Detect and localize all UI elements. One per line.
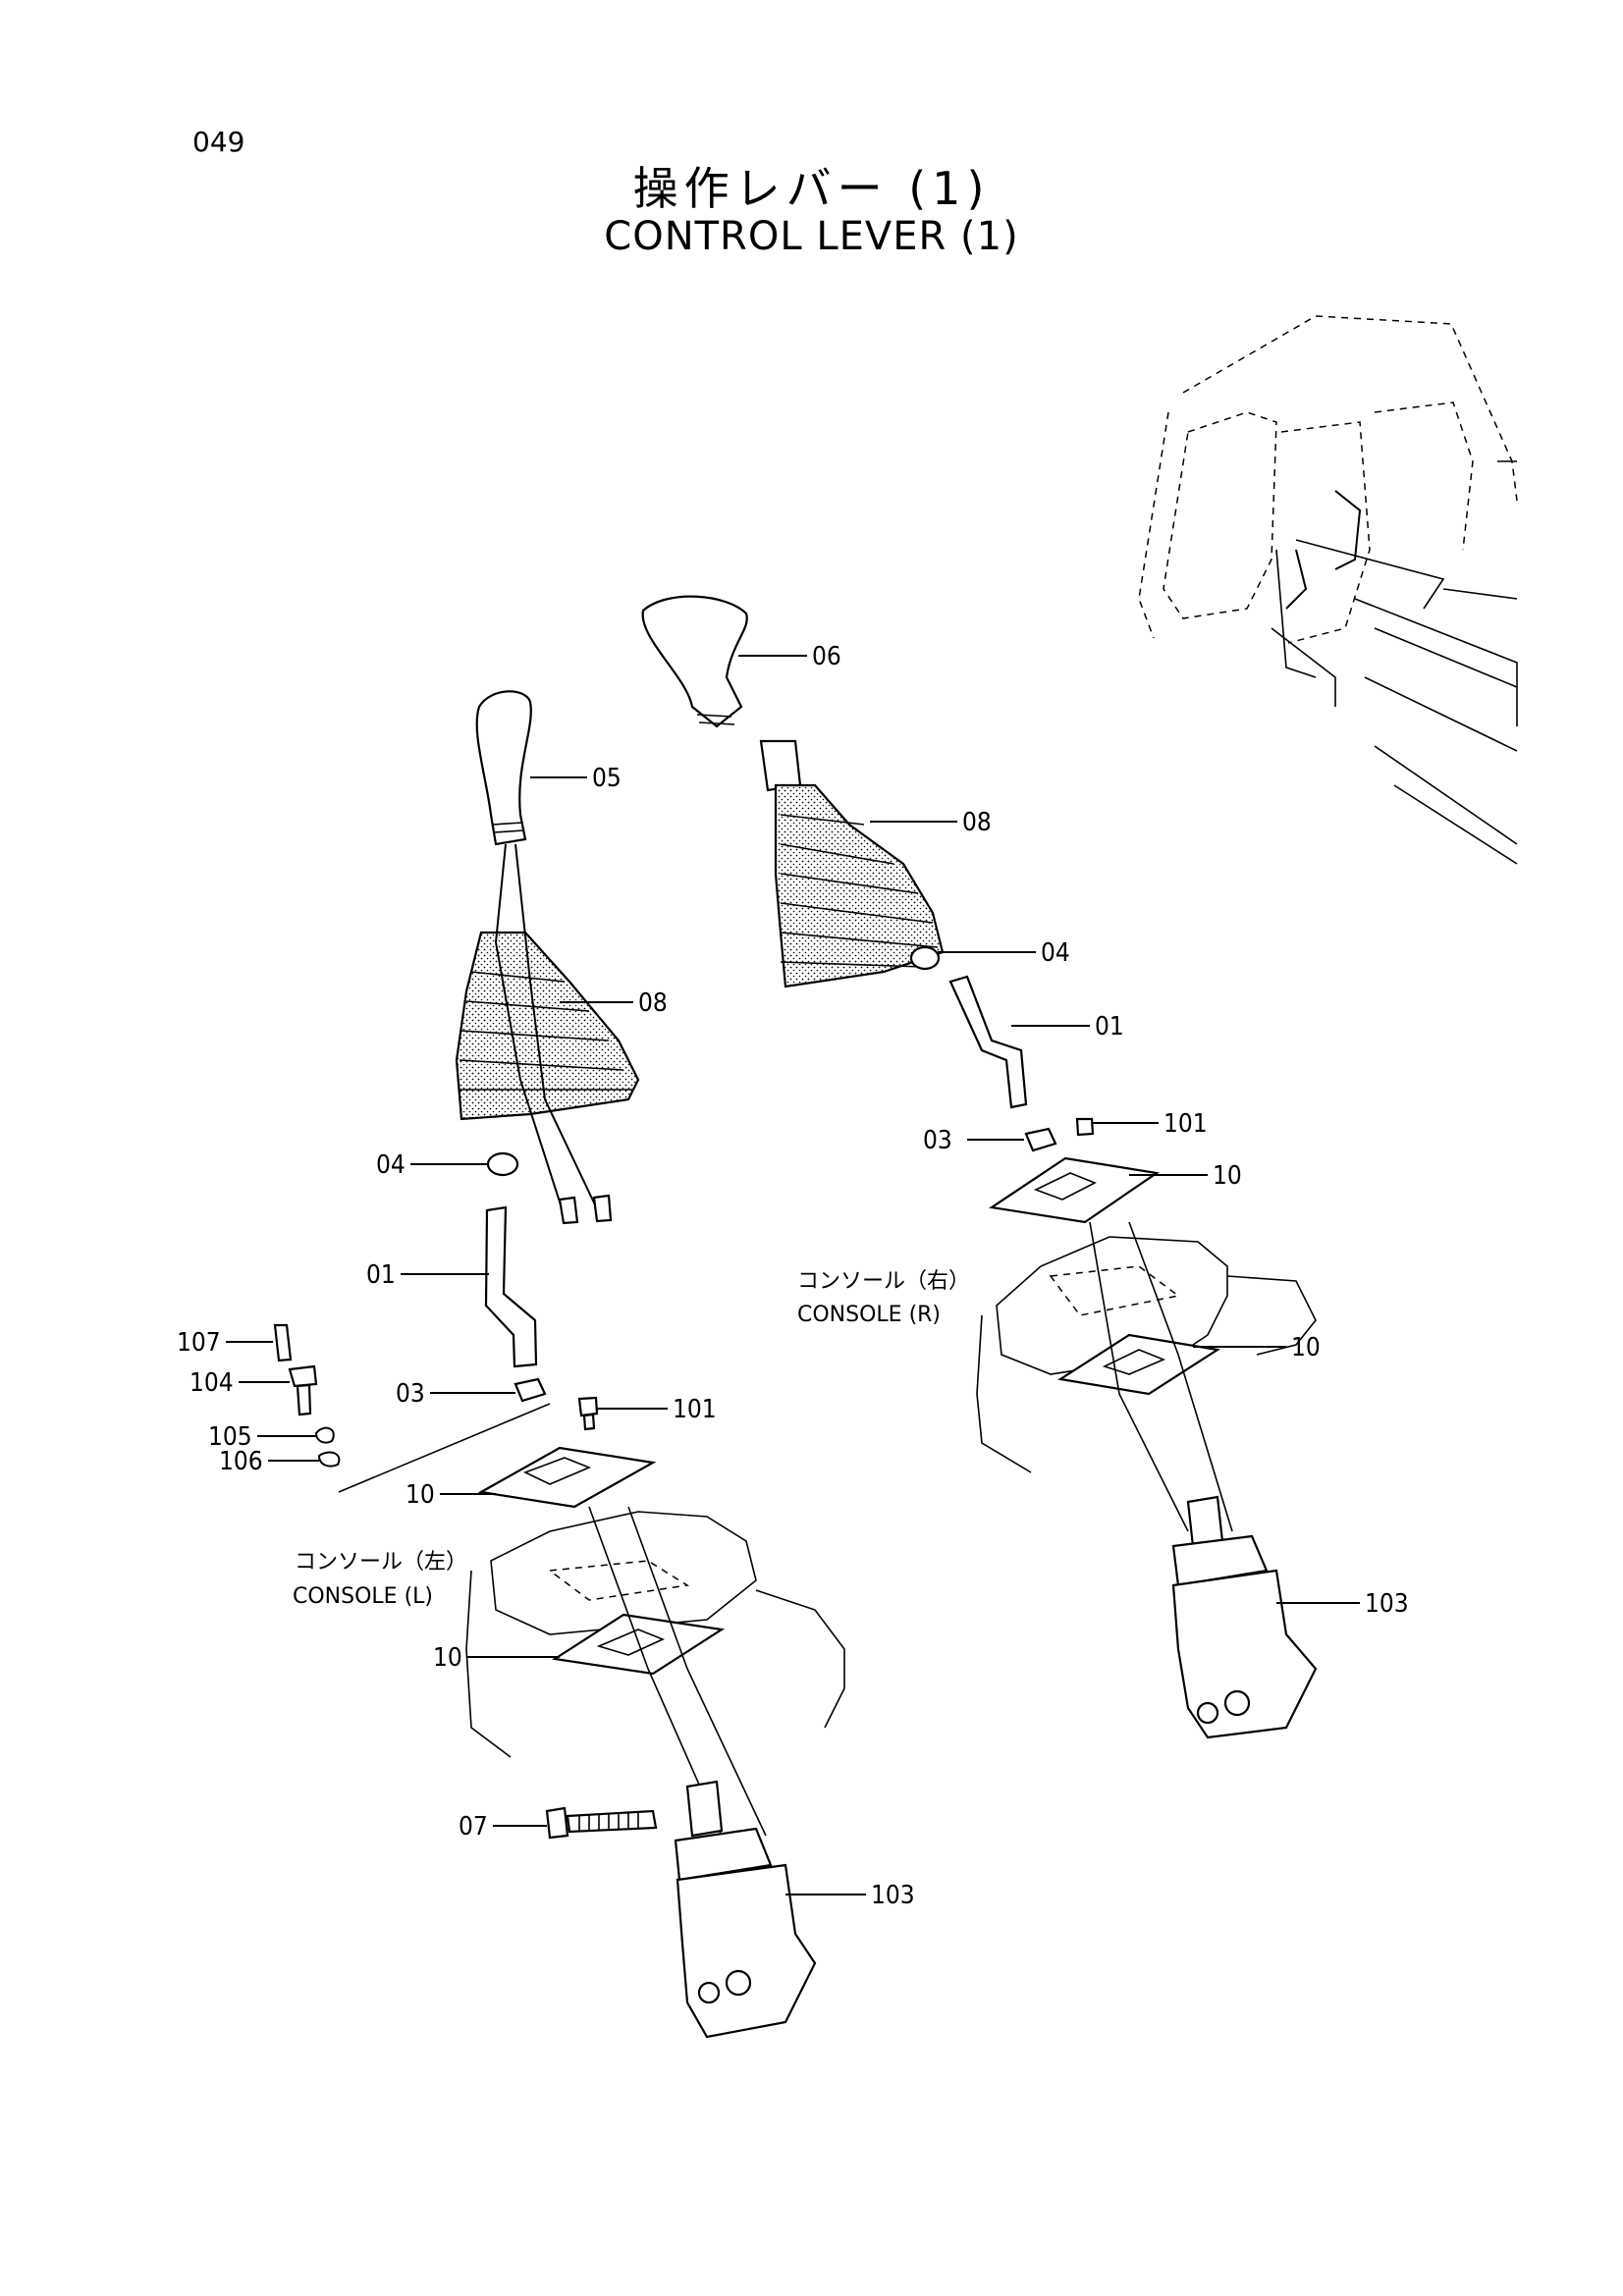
callout-r-06: 06 bbox=[812, 642, 841, 671]
callout-l-05: 05 bbox=[592, 764, 622, 793]
title-japanese: 操作レバー (1) bbox=[632, 162, 991, 215]
callout-l-10-lower: 10 bbox=[433, 1643, 462, 1673]
callout-leaders bbox=[226, 655, 1360, 1896]
cab-overview-illustration bbox=[1138, 315, 1518, 865]
callout-r-08: 08 bbox=[962, 808, 992, 837]
callout-l-103: 103 bbox=[871, 1881, 915, 1910]
console-captions: コンソール（右） CONSOLE (R) コンソール（左） CONSOLE (L… bbox=[293, 1269, 970, 1609]
callout-r-01: 01 bbox=[1095, 1012, 1124, 1041]
right-lever-assembly bbox=[641, 595, 1318, 1739]
left-lever-assembly bbox=[273, 690, 845, 2039]
callout-r-101: 101 bbox=[1163, 1109, 1208, 1139]
callout-r-04: 04 bbox=[1041, 938, 1070, 968]
callout-l-104: 104 bbox=[189, 1368, 234, 1398]
callout-l-04: 04 bbox=[376, 1150, 406, 1180]
caption-console-r-jp: コンソール（右） bbox=[797, 1269, 970, 1294]
callout-r-10-lower: 10 bbox=[1291, 1333, 1321, 1362]
callout-l-105: 105 bbox=[208, 1422, 252, 1452]
callout-r-103: 103 bbox=[1365, 1589, 1409, 1619]
callout-l-07: 07 bbox=[459, 1812, 488, 1842]
callout-l-10-upper: 10 bbox=[406, 1480, 435, 1510]
caption-console-r-en: CONSOLE (R) bbox=[797, 1303, 941, 1327]
callout-r-10-upper: 10 bbox=[1213, 1161, 1242, 1191]
callout-r-03: 03 bbox=[923, 1126, 952, 1155]
callout-l-101: 101 bbox=[673, 1395, 717, 1424]
callout-l-08: 08 bbox=[638, 988, 668, 1018]
title-english: CONTROL LEVER (1) bbox=[604, 214, 1019, 259]
callout-l-03: 03 bbox=[396, 1379, 425, 1409]
callout-l-01: 01 bbox=[366, 1260, 396, 1290]
page-number: 049 bbox=[192, 126, 245, 158]
callout-labels: 06 08 04 01 03 101 10 10 103 05 08 04 01… bbox=[177, 642, 1409, 1910]
caption-console-l-en: CONSOLE (L) bbox=[293, 1584, 433, 1609]
callout-l-107: 107 bbox=[177, 1328, 221, 1358]
caption-console-l-jp: コンソール（左） bbox=[295, 1550, 467, 1575]
callout-l-106: 106 bbox=[219, 1447, 263, 1476]
